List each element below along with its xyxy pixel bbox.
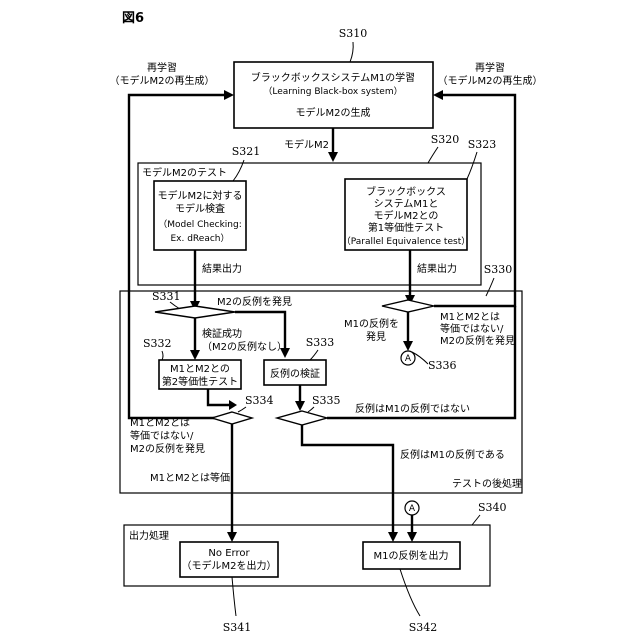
s336-decision-diamond (382, 300, 434, 312)
s323-line1: ブラックボックス (366, 185, 446, 198)
s323-line2: システムM1と (374, 198, 439, 210)
s332-line2: 第2等価性テスト (162, 375, 238, 388)
s332-to-s334-arrowhead (229, 400, 237, 410)
s323-ref: S323 (468, 138, 497, 151)
s323-line5: （Parallel Equivalence test） (342, 236, 470, 247)
s341-leader (232, 577, 236, 616)
s333-leader (310, 350, 318, 360)
s330-ref: S330 (484, 263, 513, 276)
s332-to-s334-line (208, 389, 230, 405)
neq-left-line2: 等価ではない/ (130, 429, 194, 442)
neq-left-line1: M1とM2とは (130, 417, 190, 429)
retrain-left-arrowhead (224, 90, 234, 100)
s340-ref: S340 (478, 501, 507, 514)
s342-leader (400, 569, 420, 616)
s342-label: M1の反例を出力 (374, 549, 449, 562)
retrain-left-line1: 再学習 (147, 61, 177, 74)
neq-left-line3: M2の反例を発見 (130, 442, 205, 455)
s323-line4: 第1等価性テスト (368, 221, 444, 234)
m1-cex-found-line1: M1の反例を (344, 317, 399, 330)
figure-label: 図6 (122, 11, 144, 26)
s320-leader (428, 147, 438, 163)
s330-label: テストの後処理 (452, 477, 522, 490)
s336-to-a-arrowhead (403, 341, 413, 351)
s332-ref: S332 (143, 337, 172, 350)
verify-ok-line2: （M2の反例なし） (202, 340, 287, 353)
m2-arrow-label: モデルM2 (284, 138, 329, 151)
s334-decision-diamond (212, 412, 252, 424)
s332-line1: M1とM2との (170, 363, 230, 375)
s334-leader (238, 407, 246, 412)
neq-right-line1: M1とM2とは (440, 311, 500, 323)
retrain-right-line2: （モデルM2の再生成） (438, 74, 543, 87)
connector-a-top-label: A (405, 354, 412, 364)
s310-leader (350, 42, 353, 62)
s334-to-s341-arrowhead (227, 532, 237, 542)
s336-ref: S336 (428, 359, 457, 372)
retrain-right-line1: 再学習 (475, 61, 505, 74)
a-to-s342-arrowhead (407, 532, 417, 542)
s323-line3: モデルM2との (374, 209, 439, 222)
s310-title-en: （Learning Black-box system） (263, 86, 402, 97)
s335-to-s342-arrowhead (388, 532, 398, 542)
s321-line2: モデル検査 (175, 202, 225, 215)
s310-output: モデルM2の生成 (296, 106, 371, 119)
s321-line4: Ex. dReach） (170, 233, 229, 244)
s333-label: 反例の検証 (270, 367, 320, 380)
verify-ok-line1: 検証成功 (202, 327, 242, 340)
s334-ref: S334 (245, 394, 274, 407)
s323-leader (467, 152, 477, 179)
m2-arrow-head (328, 152, 338, 162)
result-left-label: 結果出力 (202, 262, 242, 275)
s330-leader (486, 278, 494, 296)
s310-title: ブラックボックスシステムM1の学習 (251, 71, 415, 84)
s321-ref: S321 (232, 145, 261, 158)
is-m1-cex-label: 反例はM1の反例である (400, 448, 505, 461)
equiv-label: M1とM2とは等価 (150, 471, 230, 484)
s341-line1: No Error (208, 548, 250, 559)
s320-label: モデルM2のテスト (142, 166, 227, 179)
retrain-left-line2: （モデルM2の再生成） (110, 74, 215, 87)
m1-cex-found-line2: 発見 (366, 330, 386, 343)
s335-decision-diamond (277, 411, 327, 425)
s333-to-s335-arrowhead (295, 401, 305, 411)
neq-right-line3: M2の反例を発見 (440, 334, 515, 347)
s335-leader (308, 407, 314, 412)
found-m2-cex-label: M2の反例を発見 (217, 295, 292, 308)
s332-leader (162, 351, 163, 360)
s331-to-s332-arrowhead (190, 350, 200, 360)
result-right-label: 結果出力 (417, 262, 457, 275)
s333-ref: S333 (306, 336, 335, 349)
s340-label: 出力処理 (129, 529, 169, 542)
connector-a-bottom-label: A (409, 504, 416, 514)
s341-ref: S341 (223, 621, 252, 634)
neq-right-line2: 等価ではない/ (440, 322, 504, 335)
s335-to-s342-line (302, 425, 393, 534)
s320-ref: S320 (431, 133, 460, 146)
s321-line1: モデルM2に対する (158, 189, 243, 202)
s335-ref: S335 (312, 394, 341, 407)
s342-ref: S342 (409, 621, 438, 634)
retrain-right-arrowhead (433, 90, 443, 100)
s340-leader (472, 515, 480, 525)
s310-ref: S310 (339, 27, 368, 40)
s331-ref: S331 (152, 290, 181, 303)
s321-line3: （Model Checking: (158, 219, 242, 230)
not-m1-cex-label: 反例はM1の反例ではない (355, 402, 470, 415)
s341-line2: （モデルM2を出力） (182, 559, 277, 572)
